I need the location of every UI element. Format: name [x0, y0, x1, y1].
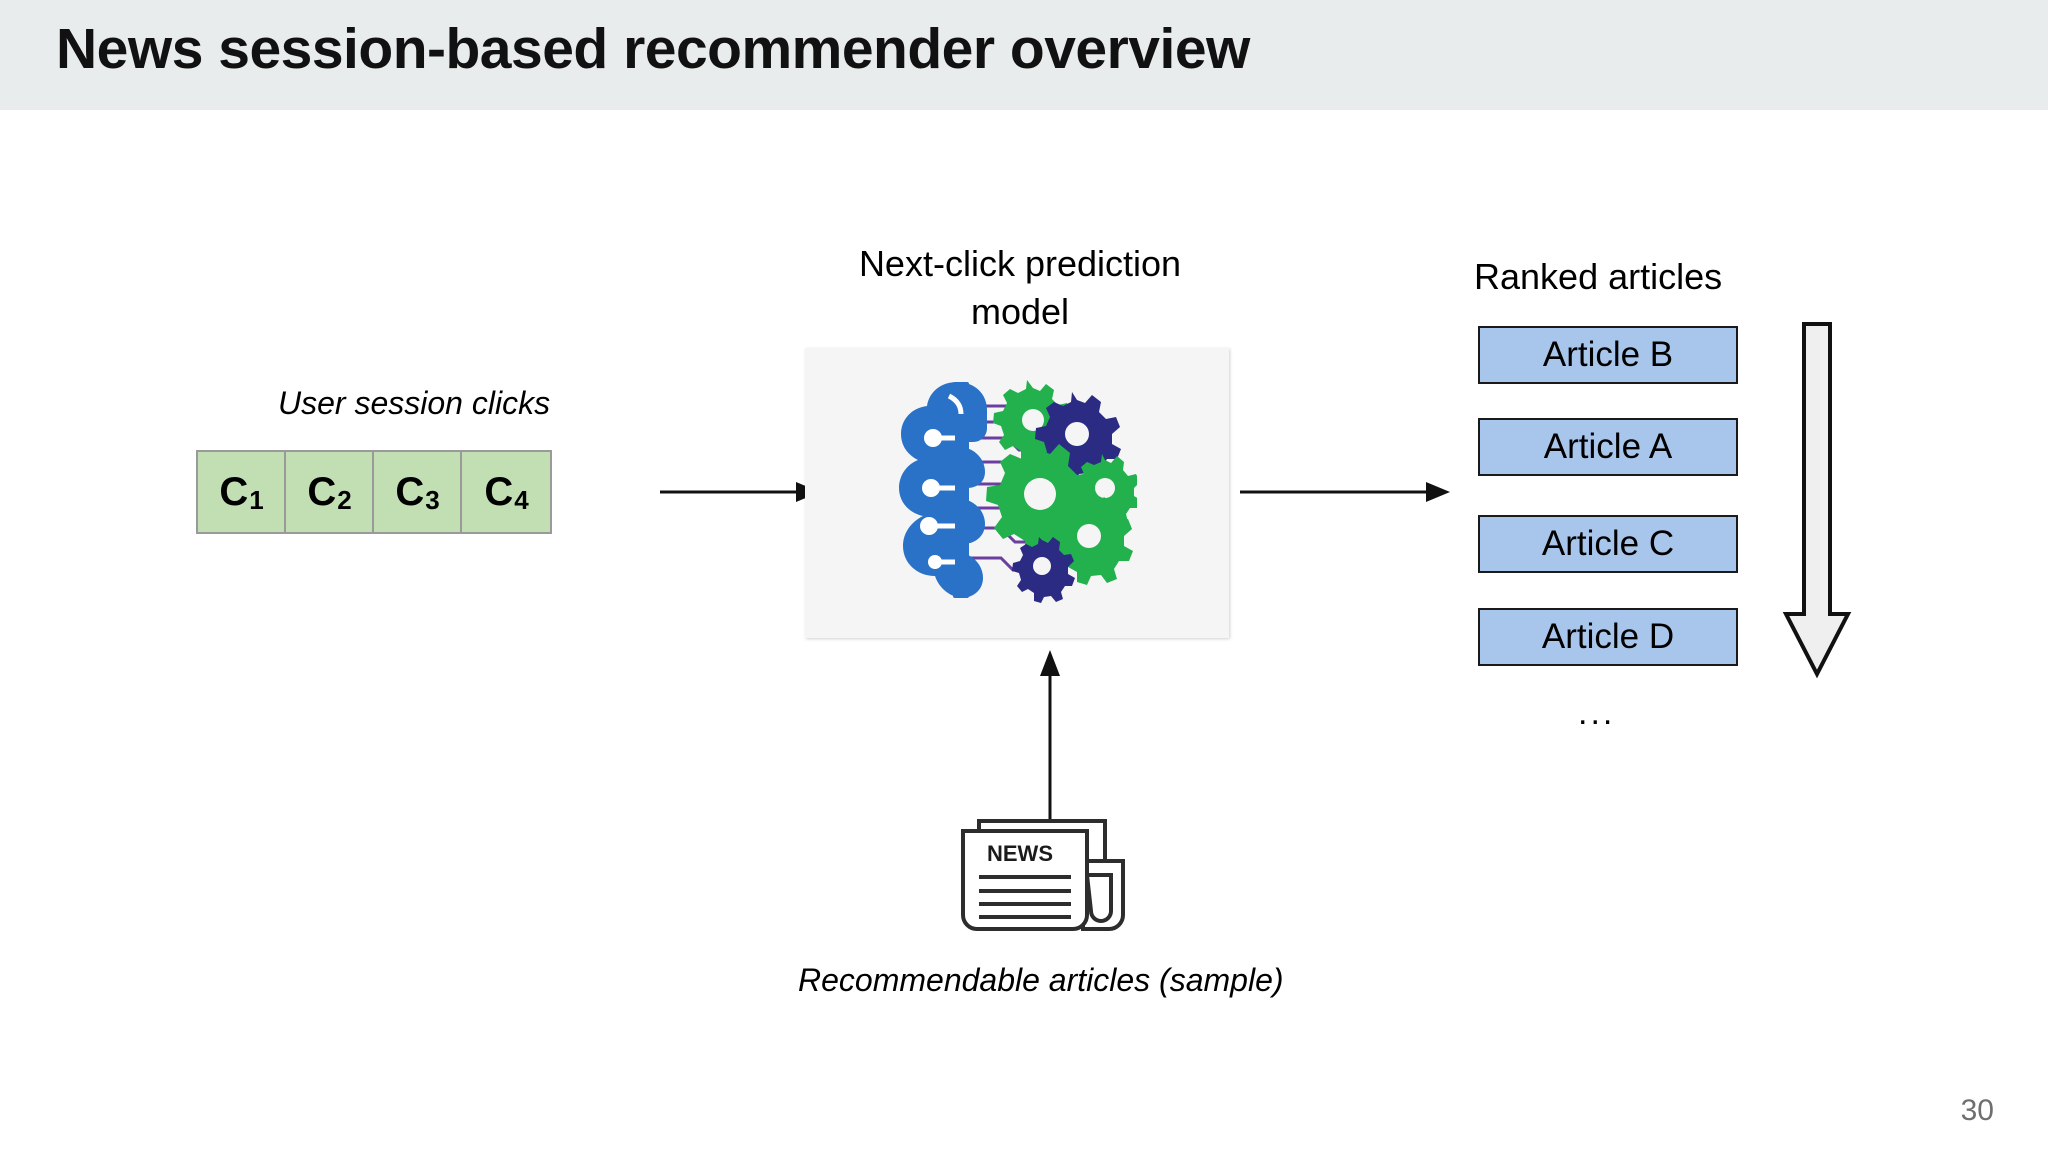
ranked-article-item[interactable]: Article D	[1478, 608, 1738, 666]
click-index: 3	[425, 484, 440, 515]
newspaper-headline-text: NEWS	[987, 841, 1053, 866]
click-symbol: C	[484, 469, 514, 514]
ai-brain-gears-icon	[899, 380, 1137, 603]
arrow-news-to-model-icon	[1040, 650, 1060, 820]
arrow-session-to-model-icon	[660, 482, 820, 502]
page-title: News session-based recommender overview	[56, 17, 1250, 81]
recommendable-articles-caption: Recommendable articles (sample)	[798, 962, 1284, 998]
rank-order-down-arrow-icon	[1782, 322, 1852, 679]
click-index: 1	[249, 484, 264, 515]
click-index: 4	[514, 484, 529, 515]
ranked-article-item[interactable]: Article A	[1478, 418, 1738, 476]
ranked-article-item[interactable]: Article C	[1478, 515, 1738, 573]
newspaper-icon: NEWS	[961, 819, 1125, 931]
page-number: 30	[1960, 1094, 1994, 1127]
click-symbol: C	[395, 469, 425, 514]
model-panel	[805, 348, 1229, 638]
arrow-model-to-ranked-icon	[1240, 482, 1450, 502]
ranked-articles-caption: Ranked articles	[1474, 256, 1723, 297]
ranked-article-item[interactable]: Article B	[1478, 326, 1738, 384]
model-caption: Next-click prediction model	[858, 243, 1182, 332]
session-clicks-caption: User session clicks	[278, 385, 551, 421]
ranked-articles-ellipsis: ...	[1578, 694, 1616, 732]
title-band	[0, 0, 2048, 110]
click-symbol: C	[307, 469, 337, 514]
click-index: 2	[337, 484, 352, 515]
click-symbol: C	[219, 469, 249, 514]
